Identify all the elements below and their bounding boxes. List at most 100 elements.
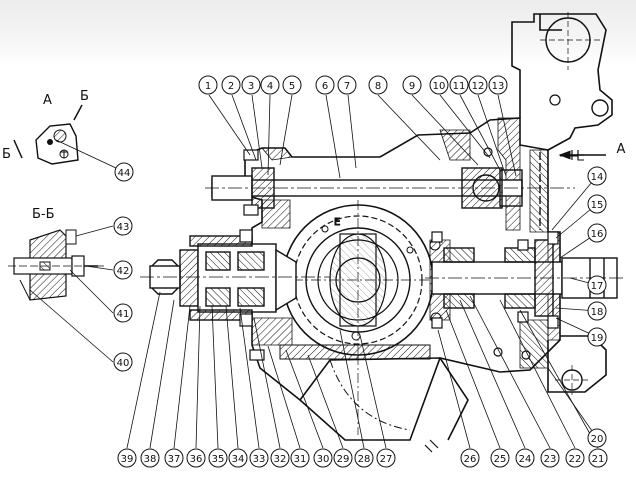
callout-text: 22 bbox=[569, 454, 582, 465]
callout-37: 37 bbox=[164, 448, 184, 468]
callout-text: 21 bbox=[592, 454, 605, 465]
callout-38: 38 bbox=[140, 448, 160, 468]
callout-24: 24 bbox=[515, 448, 535, 468]
leader-lines bbox=[29, 94, 599, 449]
header-band bbox=[0, 0, 636, 64]
section-title: Б-Б bbox=[32, 207, 55, 222]
callout-text: 37 bbox=[168, 454, 181, 465]
callout-7: 7 bbox=[337, 75, 357, 95]
callout-text: 31 bbox=[294, 454, 307, 465]
callout-29: 29 bbox=[333, 448, 353, 468]
callout-text: 6 bbox=[322, 81, 328, 92]
callout-text: 20 bbox=[591, 434, 604, 445]
callout-text: 27 bbox=[380, 454, 393, 465]
callout-text: 16 bbox=[591, 229, 604, 240]
callout-text: 24 bbox=[519, 454, 532, 465]
callout-8: 8 bbox=[368, 75, 388, 95]
callout-text: 15 bbox=[591, 200, 604, 211]
callout-text: 23 bbox=[544, 454, 557, 465]
callout-text: 32 bbox=[274, 454, 287, 465]
callout-23: 23 bbox=[540, 448, 560, 468]
callout-10: 10 bbox=[429, 75, 449, 95]
callout-text: 14 bbox=[591, 172, 604, 183]
callouts-right: 14 15 16 17 18 19 20 bbox=[587, 166, 607, 448]
callout-text: 39 bbox=[121, 454, 134, 465]
callout-35: 35 bbox=[208, 448, 228, 468]
callout-25: 25 bbox=[490, 448, 510, 468]
arrow-a-label: А bbox=[617, 142, 626, 157]
callout-18: 18 bbox=[587, 301, 607, 321]
callout-21: 21 bbox=[588, 448, 608, 468]
callout-text: 35 bbox=[212, 454, 225, 465]
callout-43: 43 bbox=[113, 216, 133, 236]
detail-b-left-label: Б bbox=[2, 147, 11, 162]
callout-2: 2 bbox=[221, 75, 241, 95]
sump-outline bbox=[279, 344, 431, 435]
callout-28: 28 bbox=[354, 448, 374, 468]
callout-text: 41 bbox=[117, 309, 130, 320]
detail-b-top-label: Б bbox=[80, 89, 89, 104]
callout-text: 25 bbox=[494, 454, 507, 465]
callout-text: 30 bbox=[317, 454, 330, 465]
callout-14: 14 bbox=[587, 166, 607, 186]
callout-15: 15 bbox=[587, 194, 607, 214]
callout-text: 34 bbox=[232, 454, 245, 465]
callout-text: 4 bbox=[267, 81, 273, 92]
callout-1: 1 bbox=[198, 75, 218, 95]
callout-text: 3 bbox=[248, 81, 254, 92]
callout-22: 22 bbox=[565, 448, 585, 468]
callout-text: 17 bbox=[591, 281, 604, 292]
callout-text: 19 bbox=[591, 333, 604, 344]
gear-mark-label: E bbox=[334, 217, 340, 228]
callouts-top: 1 2 3 4 5 6 7 8 9 10 11 12 13 bbox=[198, 75, 508, 95]
section-b-b: Б-Б bbox=[8, 207, 104, 301]
callout-text: 29 bbox=[337, 454, 350, 465]
fasteners bbox=[239, 94, 584, 453]
housing-hatching bbox=[251, 117, 561, 369]
callout-36: 36 bbox=[186, 448, 206, 468]
callout-text: 9 bbox=[409, 81, 415, 92]
callout-text: 33 bbox=[253, 454, 266, 465]
callout-text: 18 bbox=[591, 307, 604, 318]
callout-4: 4 bbox=[260, 75, 280, 95]
view-arrow-a: А bbox=[558, 142, 626, 161]
callout-text: 42 bbox=[117, 266, 130, 277]
callout-34: 34 bbox=[228, 448, 248, 468]
callout-19: 19 bbox=[587, 327, 607, 347]
detail-a-label: А bbox=[43, 93, 52, 108]
callouts-bottom: 39 38 37 36 35 34 33 32 31 30 29 28 27 2… bbox=[117, 448, 608, 468]
callout-27: 27 bbox=[376, 448, 396, 468]
callout-33: 33 bbox=[249, 448, 269, 468]
callout-text: 12 bbox=[472, 81, 485, 92]
mount-bracket bbox=[540, 12, 609, 395]
callout-42: 42 bbox=[113, 260, 133, 280]
callout-5: 5 bbox=[282, 75, 302, 95]
callout-text: 5 bbox=[289, 81, 295, 92]
callout-41: 41 bbox=[113, 303, 133, 323]
callout-39: 39 bbox=[117, 448, 137, 468]
callout-31: 31 bbox=[290, 448, 310, 468]
callout-9: 9 bbox=[402, 75, 422, 95]
callout-text: 11 bbox=[453, 81, 466, 92]
callout-text: 10 bbox=[433, 81, 446, 92]
callout-text: 7 bbox=[344, 81, 350, 92]
callout-17: 17 bbox=[587, 275, 607, 295]
callout-26: 26 bbox=[460, 448, 480, 468]
callout-40: 40 bbox=[113, 352, 133, 372]
callout-3: 3 bbox=[241, 75, 261, 95]
output-shaft bbox=[425, 239, 625, 317]
callouts-section: 43 42 41 40 44 bbox=[113, 162, 134, 372]
callout-text: 38 bbox=[144, 454, 157, 465]
callout-30: 30 bbox=[313, 448, 333, 468]
callout-11: 11 bbox=[449, 75, 469, 95]
upper-shaft bbox=[205, 152, 575, 230]
callout-text: 8 bbox=[375, 81, 381, 92]
pinion-shaft bbox=[140, 235, 330, 321]
callout-text: 40 bbox=[117, 358, 130, 369]
callout-text: 44 bbox=[118, 168, 131, 179]
callout-12: 12 bbox=[468, 75, 488, 95]
callout-13: 13 bbox=[488, 75, 508, 95]
callout-text: 26 bbox=[464, 454, 477, 465]
